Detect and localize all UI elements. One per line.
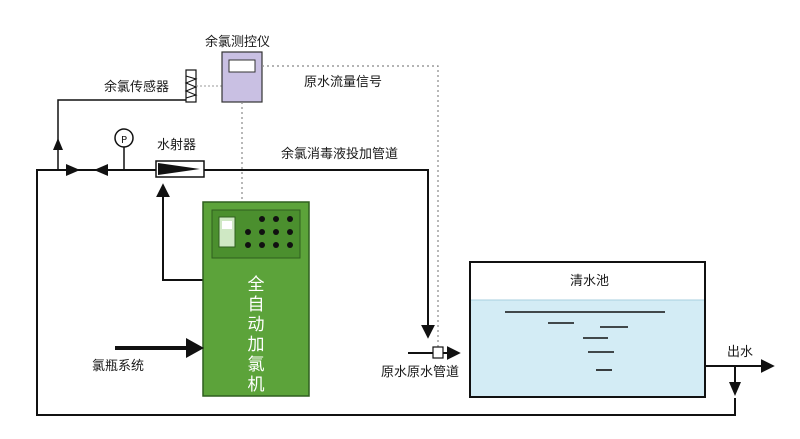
injection-point — [432, 346, 444, 359]
raw-flow-signal-line — [262, 65, 439, 348]
cylinder-arrow-head — [186, 338, 204, 358]
sensor-coil — [184, 75, 198, 99]
tank-water — [471, 300, 704, 396]
raw-flow-signal-label: 原水流量信号 — [304, 75, 382, 90]
junction-arrow-right — [66, 164, 80, 176]
ejector-nozzle — [158, 163, 200, 175]
clear-water-tank-label: 清水池 — [570, 274, 609, 289]
outlet-label: 出水 — [727, 345, 753, 360]
ejector-label: 水射器 — [157, 137, 196, 153]
gauge-label: P — [121, 135, 127, 146]
junction-arrow-left — [94, 164, 108, 176]
dosing-pipe-line — [203, 169, 435, 339]
machine-buttons — [245, 216, 293, 248]
controller-label: 余氯测控仪 — [205, 34, 270, 50]
cylinder-system-label: 氯瓶系统 — [92, 359, 144, 374]
chlorine-sensor-label: 余氯传感器 — [104, 79, 169, 95]
sensor-up-arrow — [53, 138, 63, 150]
dosing-pipe-label: 余氯消毒液投加管道 — [281, 146, 398, 162]
raw-water-pipe-label: 原水原水管道 — [381, 365, 459, 380]
machine-to-ejector-line — [156, 183, 205, 281]
water-ripples — [505, 311, 665, 371]
controller-display — [228, 59, 256, 73]
pressure-gauge-icon — [114, 128, 134, 148]
machine-display-screen — [222, 221, 232, 229]
outlet-branch-arrow — [729, 382, 741, 396]
machine-label: 全自动加氯机 — [248, 275, 265, 395]
